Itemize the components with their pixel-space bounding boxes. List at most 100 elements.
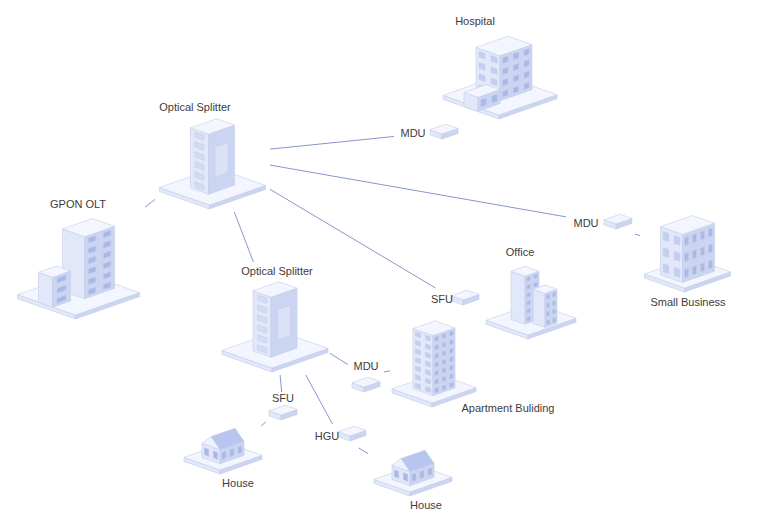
- iso-face: [416, 357, 421, 363]
- iso-face: [258, 325, 267, 333]
- iso-face: [511, 271, 525, 324]
- iso-face: [204, 448, 209, 457]
- iso-face: [426, 344, 431, 350]
- iso-face: [222, 451, 226, 459]
- illustration-group: [486, 266, 576, 339]
- iso-face: [481, 98, 487, 107]
- iso-face: [258, 315, 267, 323]
- iso-face: [442, 368, 446, 374]
- iso-face: [450, 331, 454, 337]
- iso-face: [442, 376, 446, 382]
- iso-face: [547, 303, 550, 308]
- iso-face: [527, 300, 531, 305]
- iso-face: [278, 305, 291, 340]
- iso-face: [103, 282, 111, 290]
- olt-rack: GPON OLT: [12, 195, 145, 322]
- illustration-group: [338, 426, 366, 441]
- apartment-building: Apartment Buliding: [390, 312, 478, 410]
- iso-face: [253, 282, 297, 297]
- fiber-connector: [280, 375, 282, 392]
- iso-face: [435, 336, 439, 342]
- iso-face: [258, 295, 267, 303]
- iso-face: [191, 119, 235, 134]
- sfu-device: SFU: [426, 288, 482, 310]
- fiber-connector: [635, 234, 640, 236]
- iso-face: [661, 227, 683, 283]
- iso-face: [413, 329, 433, 396]
- iso-face: [450, 382, 454, 388]
- iso-face: [491, 56, 497, 64]
- iso-face: [213, 451, 218, 460]
- iso-face: [527, 308, 531, 313]
- iso-face: [503, 56, 508, 64]
- iso-face: [230, 448, 234, 456]
- iso-face: [674, 268, 680, 278]
- fiber-connector: [306, 375, 333, 424]
- iso-face: [685, 236, 689, 245]
- iso-face: [258, 335, 267, 343]
- iso-face: [527, 284, 531, 289]
- iso-face: [195, 132, 204, 140]
- iso-face: [442, 333, 446, 339]
- node-illustration: [482, 244, 580, 342]
- iso-face: [450, 348, 454, 354]
- iso-face: [701, 263, 705, 272]
- iso-face: [88, 235, 96, 243]
- iso-face: [663, 248, 669, 258]
- hgu-device: HGU: [310, 424, 368, 448]
- iso-face: [693, 234, 697, 243]
- house-building: House: [178, 426, 268, 492]
- iso-face: [491, 78, 497, 86]
- node-label: HGU: [315, 430, 339, 443]
- iso-face: [534, 274, 538, 279]
- iso-face: [524, 71, 529, 79]
- iso-face: [685, 268, 689, 277]
- iso-face: [604, 214, 632, 224]
- house-building: House: [368, 448, 458, 514]
- iso-face: [352, 377, 380, 387]
- iso-face: [435, 362, 439, 368]
- iso-face: [430, 124, 458, 134]
- iso-face: [88, 277, 96, 285]
- illustration-group: [222, 282, 328, 372]
- illustration-group: [451, 290, 479, 305]
- illustration-group: [392, 321, 476, 407]
- iso-face: [503, 90, 508, 98]
- iso-face: [416, 349, 421, 355]
- iso-face: [253, 291, 271, 357]
- node-label: MDU: [353, 360, 378, 373]
- iso-face: [534, 282, 538, 287]
- iso-face: [503, 67, 508, 75]
- node-label: Optical Splitter: [159, 101, 231, 114]
- iso-face: [57, 275, 66, 283]
- iso-face: [674, 252, 680, 262]
- iso-face: [412, 473, 416, 481]
- iso-face: [553, 300, 556, 305]
- node-illustration: [440, 12, 560, 122]
- iso-face: [88, 246, 96, 254]
- iso-face: [215, 142, 228, 177]
- iso-face: [88, 287, 96, 295]
- iso-face: [491, 67, 497, 75]
- iso-face: [85, 226, 115, 298]
- node-label: Office: [506, 246, 535, 259]
- fiber-connector: [270, 136, 394, 149]
- iso-face: [416, 383, 421, 389]
- mdu-device: MDU: [566, 212, 636, 234]
- node-label: Small Business: [650, 296, 725, 309]
- mdu-device: MDU: [348, 358, 384, 394]
- office-building: Office: [482, 244, 580, 342]
- node-label: SFU: [431, 293, 453, 306]
- iso-face: [527, 292, 531, 297]
- mdu-device: MDU: [394, 122, 462, 144]
- iso-face: [533, 285, 557, 294]
- iso-face: [416, 366, 421, 372]
- iso-face: [103, 241, 111, 249]
- iso-face: [426, 378, 431, 384]
- fiber-connector: [261, 422, 266, 426]
- node-illustration: [220, 262, 330, 375]
- illustration-group: [374, 450, 452, 496]
- iso-face: [450, 374, 454, 380]
- iso-face: [435, 370, 439, 376]
- iso-face: [202, 437, 220, 450]
